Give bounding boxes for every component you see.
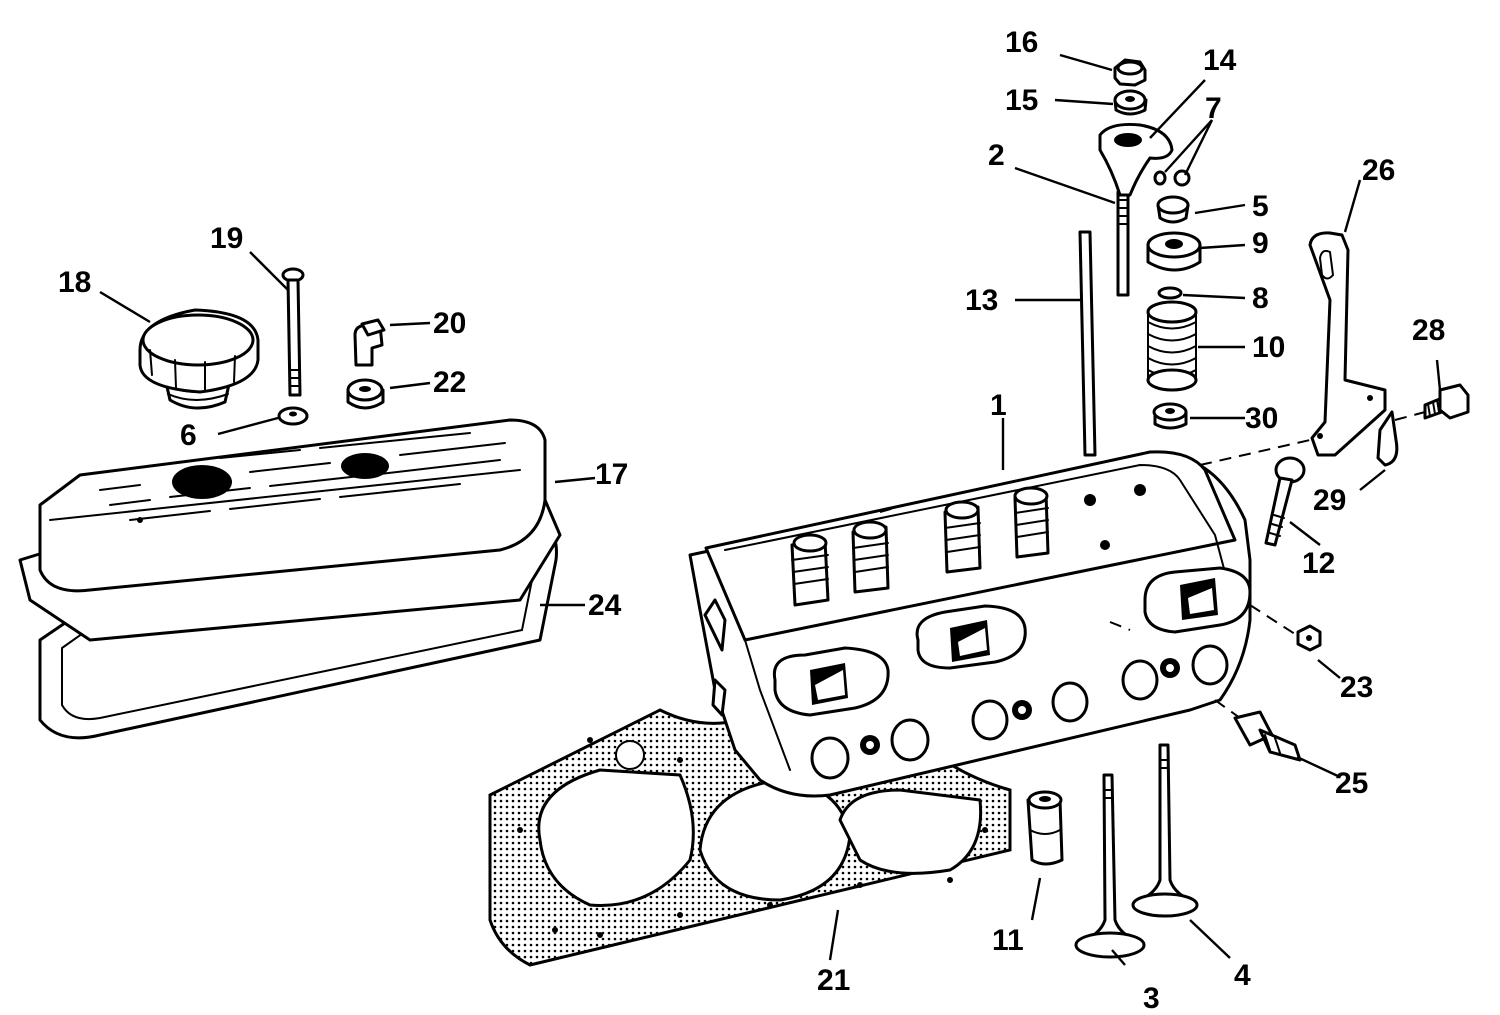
- bolt-28: [1423, 383, 1470, 420]
- callout-26: 26: [1362, 154, 1395, 187]
- callout-6: 6: [180, 419, 197, 452]
- callout-4: 4: [1234, 959, 1251, 992]
- retainer-5: [1156, 195, 1190, 224]
- nut-23: [1296, 624, 1322, 652]
- callout-2: 2: [988, 139, 1005, 172]
- spring-cap-9: [1146, 231, 1202, 272]
- assembly-lines: [879, 411, 1426, 719]
- leader-lines: [99, 53, 1442, 966]
- elbow-fitting-20: [353, 318, 386, 367]
- exhaust-valve-4: [1131, 743, 1199, 918]
- callout-29: 29: [1313, 484, 1346, 517]
- callout-7: 7: [1205, 92, 1222, 125]
- rocker-stud-2: [1116, 190, 1130, 297]
- seal-8: [1157, 286, 1183, 300]
- callout-18: 18: [58, 266, 91, 299]
- washer-6: [277, 406, 309, 426]
- callout-28: 28: [1412, 314, 1445, 347]
- head-bolt-12: [1264, 456, 1306, 547]
- intake-valve-3: [1074, 773, 1146, 959]
- callout-11: 11: [992, 924, 1024, 957]
- grommet-22: [346, 378, 385, 410]
- spring-shim-30: [1152, 402, 1188, 430]
- pivot-ball-15: [1113, 89, 1148, 116]
- callout-labels: 1 2 3 4 5 6 7 8 9 10 11 12 13 14 15 16 1…: [58, 26, 1445, 1015]
- callout-3: 3: [1143, 982, 1160, 1015]
- valve-cover-17: [18, 418, 562, 642]
- lifting-bracket-26: [1308, 231, 1387, 457]
- callout-16: 16: [1005, 26, 1038, 59]
- temperature-sender-25: [1233, 710, 1302, 762]
- nut-16: [1113, 58, 1147, 87]
- cylinder-head-1: [688, 450, 1252, 798]
- clip-29: [1376, 410, 1399, 467]
- callout-8: 8: [1252, 282, 1269, 315]
- callout-19: 19: [210, 222, 243, 255]
- pushrod-13: [1078, 230, 1097, 457]
- callout-25: 25: [1335, 767, 1368, 800]
- callout-15: 15: [1005, 84, 1038, 117]
- callout-10: 10: [1252, 331, 1285, 364]
- callout-23: 23: [1340, 671, 1373, 704]
- head-valve-springs: [790, 486, 1050, 607]
- callout-1: 1: [990, 389, 1007, 422]
- lifter-11: [1026, 790, 1064, 866]
- callout-13: 13: [965, 284, 998, 317]
- valve-keys-7: [1153, 169, 1191, 187]
- callout-12: 12: [1302, 547, 1335, 580]
- callout-17: 17: [595, 458, 628, 491]
- rocker-arm-14: [1098, 123, 1174, 197]
- callout-22: 22: [433, 366, 466, 399]
- callout-20: 20: [433, 307, 466, 340]
- callout-30: 30: [1245, 402, 1278, 435]
- oil-filler-cap-18: [138, 308, 260, 410]
- callout-9: 9: [1252, 227, 1269, 260]
- callout-14: 14: [1203, 44, 1237, 77]
- callout-5: 5: [1252, 190, 1269, 223]
- callout-24: 24: [588, 589, 622, 622]
- screw-19: [281, 267, 305, 397]
- valve-spring-10: [1146, 300, 1198, 392]
- callout-21: 21: [817, 964, 850, 997]
